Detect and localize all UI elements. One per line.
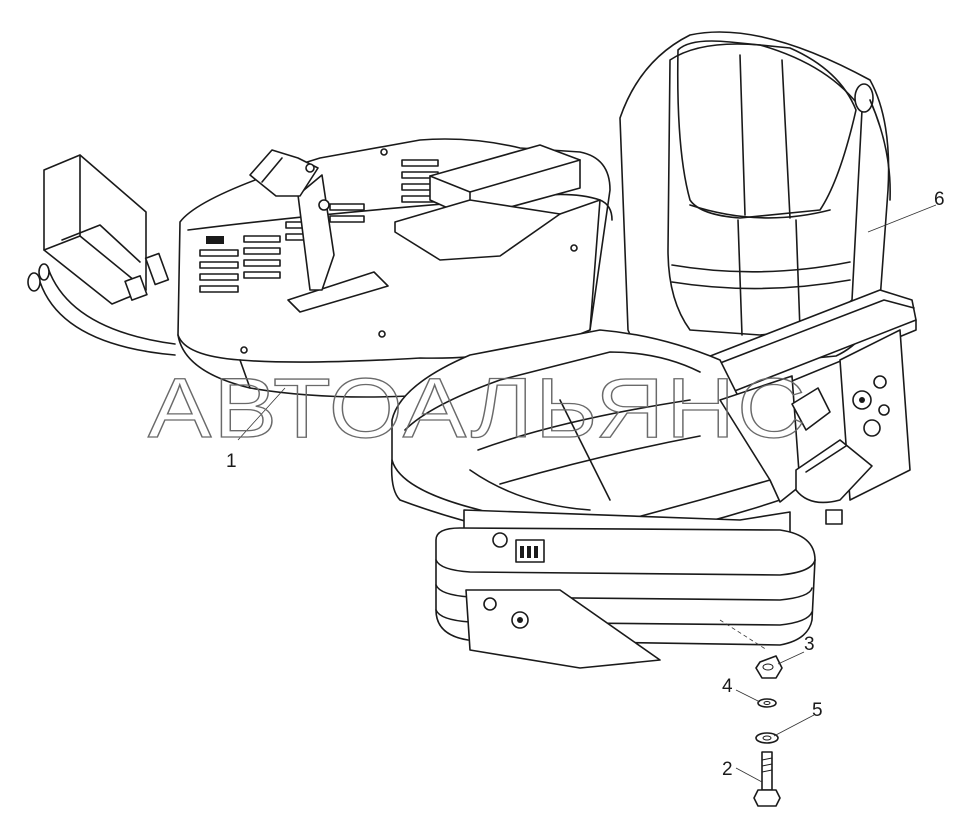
seat [390, 31, 917, 669]
fasteners [719, 619, 783, 807]
lock-washer [757, 698, 777, 708]
callout-6: 6 [934, 189, 945, 210]
watermark-text: АВТОАЛЬЯНС [148, 361, 808, 455]
callout-3: 3 [804, 634, 815, 655]
nut [755, 655, 783, 679]
console-vents-right [401, 159, 439, 203]
flat-washer [755, 732, 779, 744]
callout-4: 4 [722, 676, 733, 697]
callout-2: 2 [722, 759, 733, 780]
callout-1: 1 [226, 451, 237, 472]
control-console [27, 138, 613, 398]
leader-lines [237, 204, 937, 783]
callout-5: 5 [812, 700, 823, 721]
